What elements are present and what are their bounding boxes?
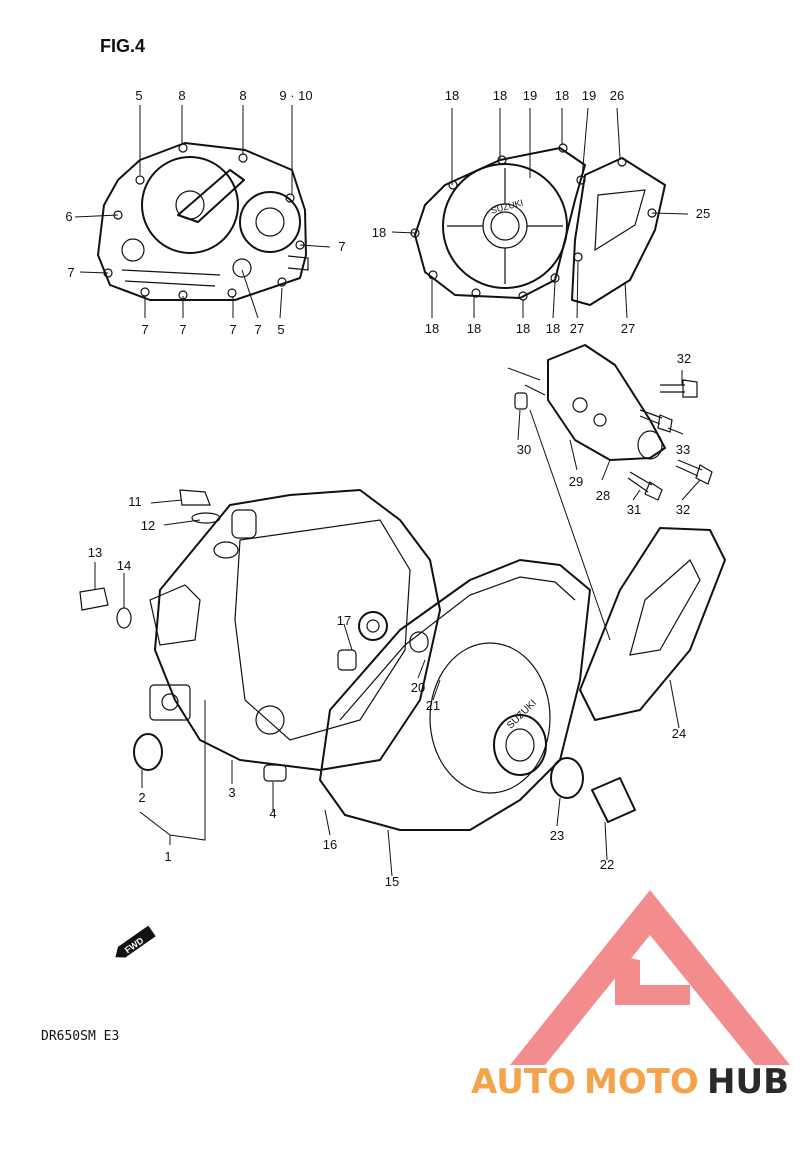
callout-27: 27	[570, 321, 584, 336]
sprocket-cover-lower	[579, 527, 726, 721]
callout-18: 18	[493, 88, 507, 103]
callout-18: 18	[425, 321, 439, 336]
watermark-text: AUTO MOTO HUB	[471, 1062, 789, 1102]
clutch-cover-logo: SUZUKI	[505, 698, 539, 732]
callout-29: 29	[569, 474, 583, 489]
callout-7: 7	[338, 239, 345, 254]
callout-28: 28	[596, 488, 610, 503]
callout-17: 17	[337, 613, 351, 628]
callout-13: 13	[88, 545, 102, 560]
callout-27: 27	[621, 321, 635, 336]
callout-7: 7	[179, 322, 186, 337]
callout-20: 20	[411, 680, 425, 695]
callout-9-10: 9 · 10	[279, 88, 312, 103]
callout-11: 11	[128, 494, 142, 509]
callout-6: 6	[65, 209, 72, 224]
magneto-cover-outer: SUZUKI	[410, 143, 586, 301]
gearshift-cover-assembly	[514, 344, 713, 501]
callout-1: 1	[164, 849, 171, 864]
callout-18: 18	[546, 321, 560, 336]
callout-19: 19	[523, 88, 537, 103]
callout-32: 32	[677, 351, 691, 366]
callout-3: 3	[228, 785, 235, 800]
callout-23: 23	[550, 828, 564, 843]
callout-26: 26	[610, 88, 624, 103]
callout-7: 7	[141, 322, 148, 337]
left-inner-cover	[97, 142, 309, 301]
model-code: DR650SM E3	[41, 1029, 119, 1044]
fwd-arrow-icon: FWD	[115, 925, 156, 958]
watermark-auto: AUTO	[471, 1062, 576, 1102]
leader-lines	[74, 105, 701, 877]
watermark-hub: HUB	[707, 1062, 789, 1102]
clutch-cover-outer: SUZUKI	[319, 559, 636, 831]
callout-24: 24	[672, 726, 686, 741]
callout-2: 2	[138, 790, 145, 805]
callout-14: 14	[117, 558, 131, 573]
callout-4: 4	[269, 806, 276, 821]
callout-8: 8	[178, 88, 185, 103]
callout-21: 21	[426, 698, 440, 713]
watermark-moto: MOTO	[584, 1062, 699, 1102]
callout-18: 18	[445, 88, 459, 103]
callout-18: 18	[372, 225, 386, 240]
callout-18: 18	[555, 88, 569, 103]
callout-25: 25	[696, 206, 710, 221]
callout-7: 7	[254, 322, 261, 337]
callout-33: 33	[676, 442, 690, 457]
callout-7: 7	[229, 322, 236, 337]
callout-7: 7	[67, 265, 74, 280]
callout-labels: 5 8 8 9 · 10 6 7 7 7 7 7 7 6 5 18 18 19 …	[65, 88, 710, 889]
callout-32: 32	[676, 502, 690, 517]
crankcase-half	[79, 489, 441, 782]
callout-8: 8	[239, 88, 246, 103]
callout-31: 31	[627, 502, 641, 517]
callout-18: 18	[516, 321, 530, 336]
figure-title: FIG.4	[100, 36, 145, 56]
sprocket-cover-upper	[571, 157, 666, 306]
watermark-logo-icon	[510, 890, 790, 1065]
callout-15: 15	[385, 874, 399, 889]
callout-5: 5	[135, 88, 142, 103]
callout-12: 12	[141, 518, 155, 533]
callout-18: 18	[467, 321, 481, 336]
callout-19: 19	[582, 88, 596, 103]
callout-30: 30	[517, 442, 531, 457]
callout-16: 16	[323, 837, 337, 852]
callout-5: 5	[277, 322, 284, 337]
magneto-cover-logo: SUZUKI	[490, 197, 524, 215]
callout-22: 22	[600, 857, 614, 872]
